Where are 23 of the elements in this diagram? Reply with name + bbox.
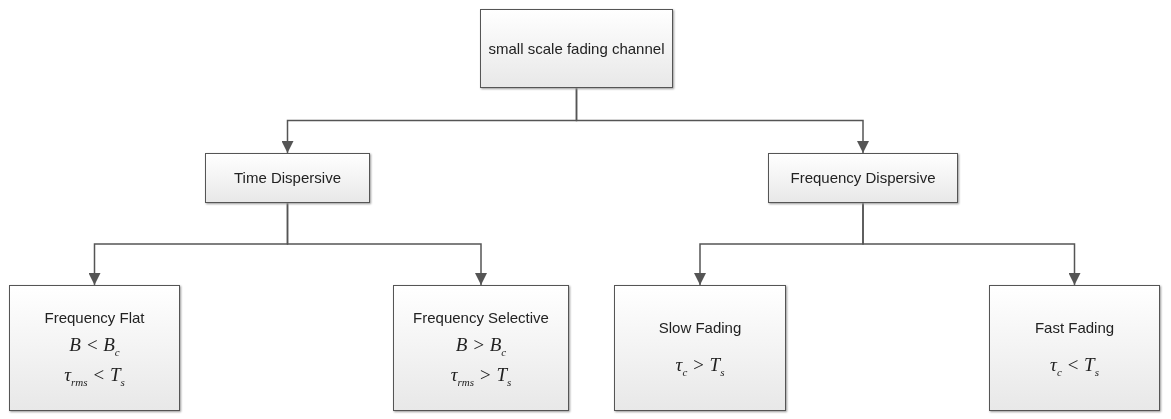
category-box — [205, 153, 370, 203]
node-label: small scale fading channel — [488, 38, 665, 59]
category-box — [768, 153, 958, 203]
formula: τ$_{c}$ > T$_{s}$ — [675, 354, 725, 378]
arrow — [862, 202, 1081, 286]
leaf-box — [393, 285, 569, 411]
node-label: Frequency Selective — [413, 308, 549, 329]
formula: τ$_{rms}$ > T$_{s}$ — [450, 364, 512, 388]
formula: τ$_{c}$ < T$_{s}$ — [1050, 354, 1099, 378]
node-label: Frequency Dispersive — [790, 168, 936, 188]
formula: B < B$_{c}$ — [69, 334, 120, 358]
formula: τ$_{rms}$ < T$_{s}$ — [64, 364, 125, 388]
node-label: Frequency Flat — [44, 308, 145, 329]
leaf-box — [9, 285, 180, 411]
leaf-box — [614, 285, 786, 411]
leaf-box — [989, 285, 1160, 411]
arrow — [575, 87, 869, 154]
node-label: Time Dispersive — [234, 168, 341, 188]
node-label: Fast Fading — [1034, 318, 1115, 339]
arrow — [286, 202, 487, 286]
formula: B > B$_{c}$ — [455, 334, 507, 358]
node-label: Slow Fading — [658, 318, 742, 339]
category-box — [480, 9, 673, 88]
